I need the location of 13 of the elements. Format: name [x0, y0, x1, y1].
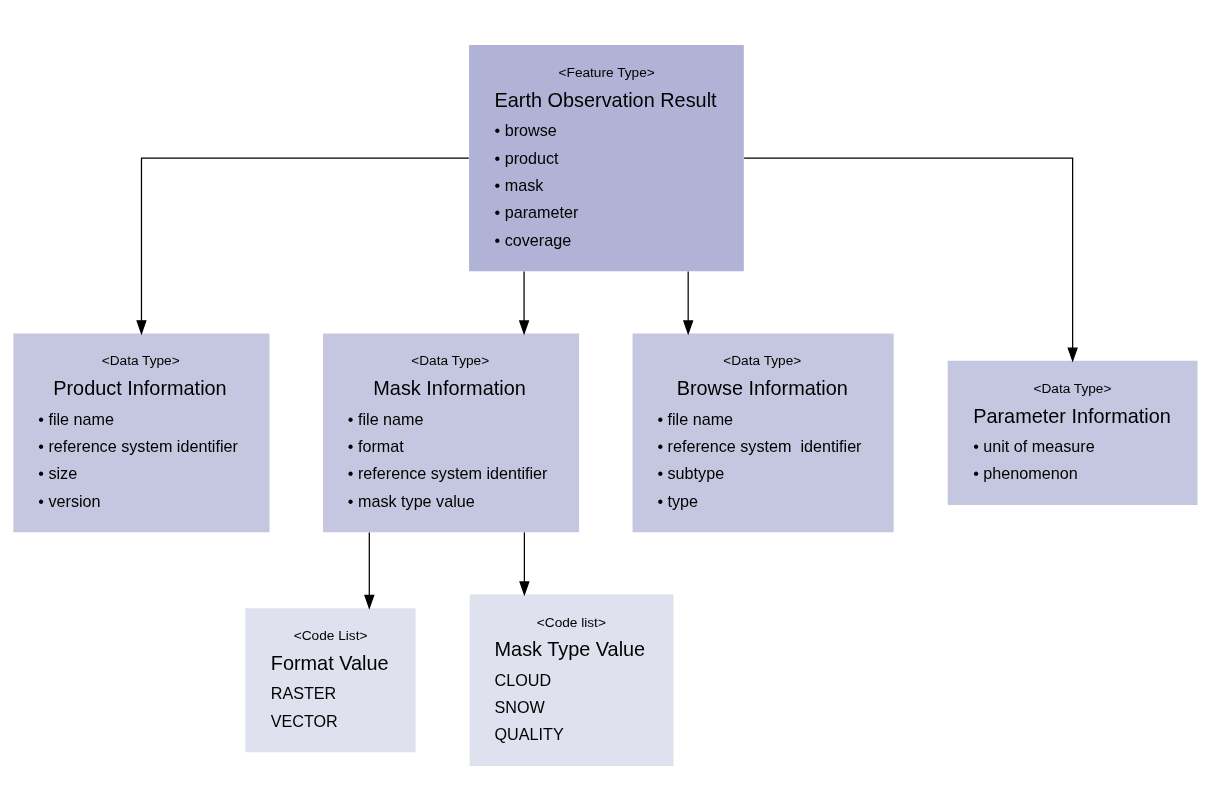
node-box: <Data Type> Browse Information • file name • reference system identifier • subtype • type	[632, 332, 894, 532]
arrow	[682, 270, 694, 335]
arrow	[364, 531, 375, 610]
node-box: <Code List> Format Value RASTER VECTOR	[245, 607, 416, 752]
node-box: <Data Type> Parameter Information • unit of measure • phenomenon	[947, 360, 1198, 505]
node-box: <Data Type> Mask Information • file name • format • reference system identifier • mask type value	[323, 332, 580, 532]
node-box: <Data Type> Product Information • file name • reference system identifier • size • version	[13, 332, 270, 532]
node-box: <Code list> Mask Type Value CLOUD SNOW QUALITY	[469, 593, 674, 766]
arrow	[518, 270, 530, 335]
arrow	[136, 157, 470, 335]
node-box: <Feature Type> Earth Observation Result • browse • product • mask • parameter • coverage	[469, 44, 744, 271]
arrow	[519, 531, 530, 596]
arrow	[743, 157, 1078, 363]
